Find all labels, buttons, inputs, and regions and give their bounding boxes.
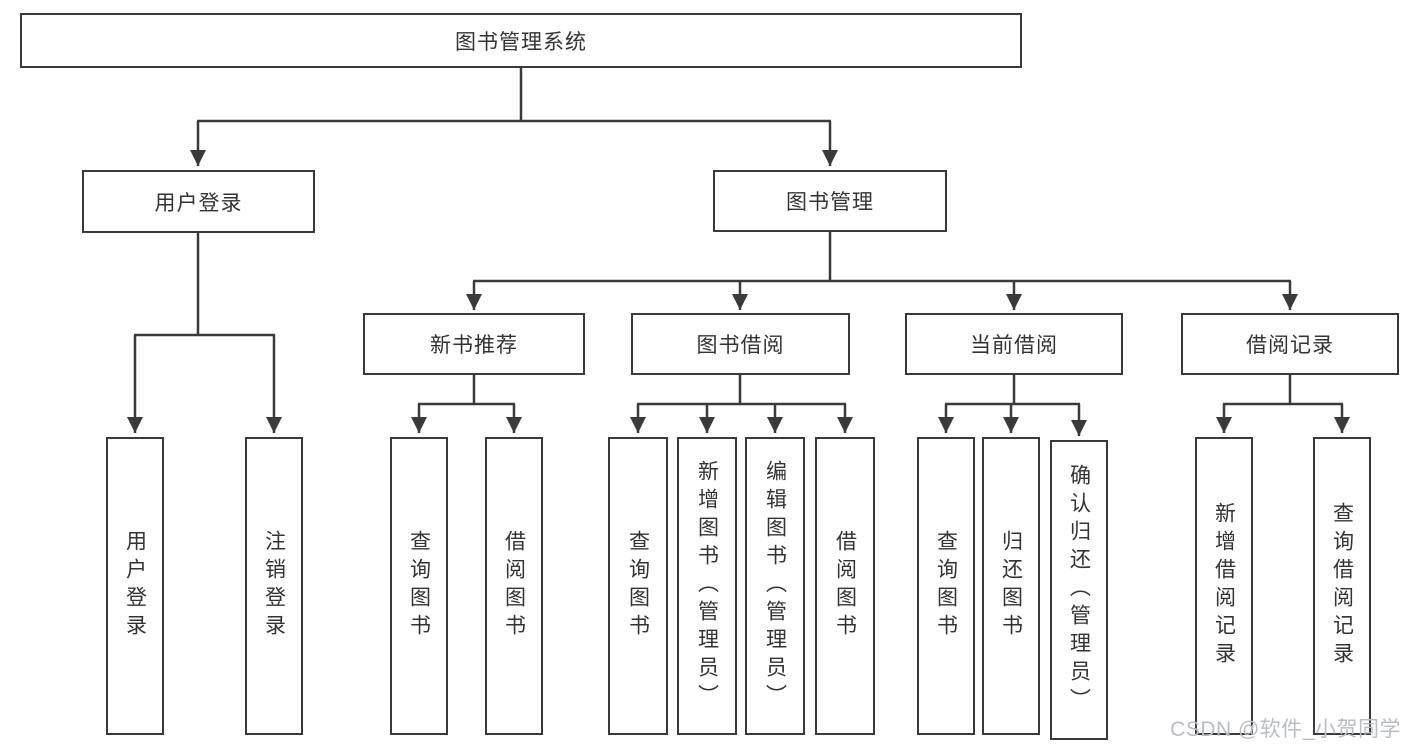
leaf-query-books-2: 查询图书 [608,437,668,735]
leaf-query-books-3: 查询图书 [917,437,975,735]
leaf-add-borrow-record: 新增借阅记录 [1195,437,1253,735]
connector-root-to-level2 [190,68,838,166]
leaf-edit-books-admin: 编辑图书（管理员） [745,437,805,735]
node-book-management: 图书管理 [713,170,947,232]
leaf-logout: 注销登录 [245,437,303,735]
node-book-borrow: 图书借阅 [631,313,850,375]
connector-book-mgmt-sections [466,232,1298,310]
connector-new-book-children [411,375,522,433]
connector-book-borrow-children [630,375,853,433]
leaf-user-login: 用户登录 [106,437,164,735]
node-current-borrow: 当前借阅 [905,313,1123,375]
leaf-confirm-return-admin: 确认归还（管理员） [1050,440,1108,740]
connector-borrow-records-children [1216,375,1350,433]
node-new-book-recommend: 新书推荐 [363,313,585,375]
leaf-return-books: 归还图书 [982,437,1040,735]
node-borrow-records: 借阅记录 [1181,313,1399,375]
leaf-query-books-1: 查询图书 [390,437,448,735]
leaf-borrow-books-2: 借阅图书 [815,437,875,735]
node-user-login: 用户登录 [82,170,315,233]
node-library-system: 图书管理系统 [20,13,1022,68]
connector-user-login-children [127,233,282,433]
connector-current-borrow-children [938,375,1087,436]
csdn-watermark: CSDN @软件_小贺同学 [1170,718,1401,741]
leaf-add-books-admin: 新增图书（管理员） [677,437,737,735]
leaf-query-borrow-record: 查询借阅记录 [1313,437,1371,735]
leaf-borrow-books-1: 借阅图书 [485,437,543,735]
